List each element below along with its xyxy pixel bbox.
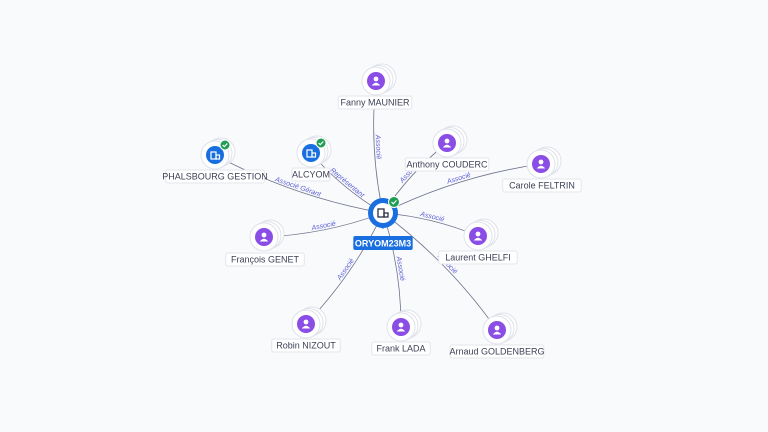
node-label: PHALSBOURG GESTION bbox=[162, 172, 268, 182]
edge-label-frank: Associé bbox=[394, 255, 405, 281]
node-robin[interactable]: Robin NIZOUT bbox=[271, 306, 341, 353]
node-label-bg bbox=[438, 250, 518, 265]
verified-check-icon bbox=[388, 196, 400, 208]
node-label: ALCYOM bbox=[292, 170, 330, 180]
edge-phalsbourg bbox=[214, 154, 384, 214]
edge-label-robin: Associé bbox=[336, 257, 356, 282]
node-laurent[interactable]: Laurent GHELFI bbox=[438, 218, 518, 265]
center-inner bbox=[373, 203, 393, 223]
person-icon bbox=[473, 231, 483, 241]
building-icon bbox=[306, 149, 317, 158]
nodes-layer: Fanny MAUNIER Anthony COUDERC Carole FELTR… bbox=[162, 63, 582, 359]
verified-check-icon bbox=[315, 137, 327, 149]
edge-label-carole: Associé bbox=[445, 172, 472, 186]
node-label: Robin NIZOUT bbox=[276, 341, 336, 351]
node-label-bg bbox=[371, 341, 431, 356]
node-label-bg bbox=[404, 157, 490, 172]
node-arnaud[interactable]: Arnaud GOLDENBERG bbox=[449, 312, 545, 359]
edge-label-francois: Associé bbox=[310, 220, 336, 232]
edge-carole bbox=[382, 163, 542, 214]
person-icon bbox=[301, 319, 311, 329]
node-francois[interactable]: François GENET bbox=[225, 219, 305, 267]
person-icon bbox=[536, 159, 546, 169]
node-label: Frank LADA bbox=[376, 344, 425, 354]
node-alcyom[interactable]: ALCYOM bbox=[291, 135, 332, 182]
verified-check-icon bbox=[219, 139, 231, 151]
node-label: Carole FELTRIN bbox=[509, 181, 575, 191]
center-label: ORYOM23M3 bbox=[355, 239, 411, 249]
person-icon bbox=[396, 322, 406, 332]
node-frank[interactable]: Frank LADA bbox=[371, 309, 431, 356]
node-label-bg bbox=[291, 167, 331, 182]
node-carole[interactable]: Carole FELTRIN bbox=[502, 146, 582, 193]
node-label: Laurent GHELFI bbox=[445, 253, 511, 263]
edge-label-fanny: Associé bbox=[374, 134, 382, 160]
node-label-bg bbox=[502, 178, 582, 193]
node-label-bg bbox=[271, 338, 341, 353]
node-label: Fanny MAUNIER bbox=[340, 98, 410, 108]
node-label-bg bbox=[337, 95, 413, 110]
node-fanny[interactable]: Fanny MAUNIER bbox=[337, 63, 413, 110]
edge-arnaud bbox=[382, 212, 498, 331]
person-icon bbox=[259, 232, 269, 242]
center-label-bg bbox=[353, 236, 413, 250]
node-label: Anthony COUDERC bbox=[406, 160, 488, 170]
center-node[interactable]: ORYOM23M3 bbox=[353, 196, 413, 251]
building-icon bbox=[377, 208, 389, 218]
node-phalsbourg[interactable]: PHALSBOURG GESTION bbox=[162, 137, 268, 184]
node-label-bg bbox=[449, 344, 545, 359]
node-label: Arnaud GOLDENBERG bbox=[449, 347, 544, 357]
person-icon bbox=[371, 76, 381, 86]
node-anthony[interactable]: Anthony COUDERC bbox=[404, 125, 490, 172]
person-icon bbox=[492, 325, 502, 335]
person-icon bbox=[442, 138, 452, 148]
building-icon bbox=[210, 151, 221, 160]
node-label-bg bbox=[225, 252, 305, 267]
node-label: François GENET bbox=[231, 255, 300, 265]
edge-label-laurent: Associé bbox=[419, 211, 446, 224]
node-label-bg bbox=[165, 169, 265, 184]
edge-label-alcyom: Représentant bbox=[328, 167, 366, 200]
